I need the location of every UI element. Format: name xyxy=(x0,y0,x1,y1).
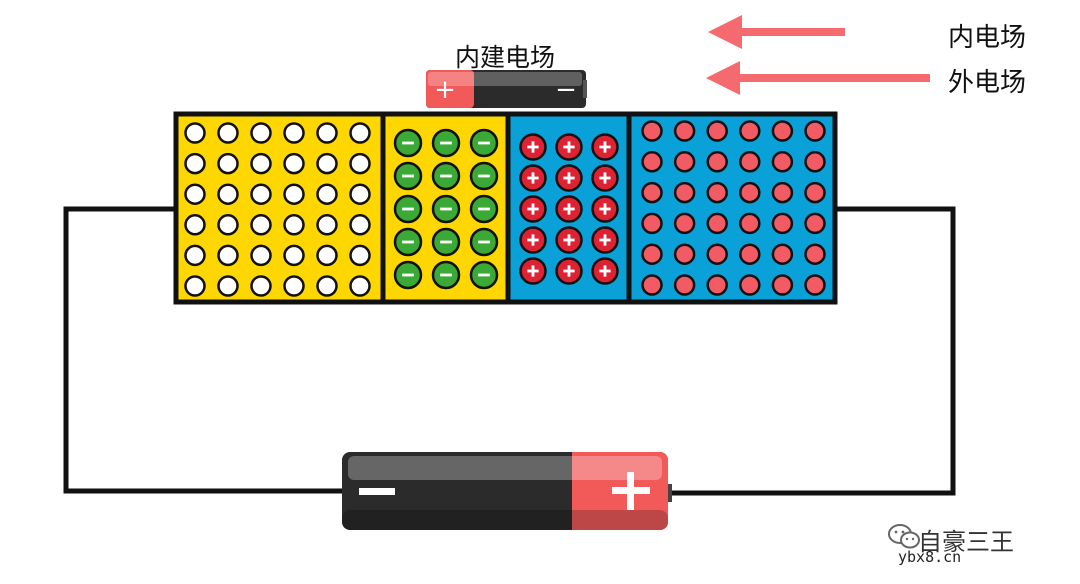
electron xyxy=(673,243,696,265)
hole xyxy=(184,122,206,144)
electron xyxy=(804,120,826,142)
negative-ions xyxy=(393,128,499,290)
watermark: 自豪三王 xyxy=(886,522,1014,557)
pn-junction xyxy=(173,111,838,305)
electron xyxy=(771,151,794,173)
electron xyxy=(771,274,794,296)
electron xyxy=(641,151,663,173)
electron xyxy=(804,243,826,265)
hole xyxy=(250,244,272,267)
hole xyxy=(250,183,272,205)
hole xyxy=(283,183,305,205)
hole xyxy=(349,183,371,205)
electron xyxy=(641,181,663,204)
electron xyxy=(771,181,794,204)
hole xyxy=(250,214,272,236)
builtin-plus-sign: + xyxy=(434,75,456,105)
electron xyxy=(641,243,663,265)
electron xyxy=(673,181,696,204)
hole xyxy=(283,122,305,144)
electron xyxy=(771,212,794,235)
hole xyxy=(316,244,338,267)
watermark-brand: 自豪三王 xyxy=(918,528,1014,556)
electron xyxy=(641,212,663,235)
hole xyxy=(283,244,305,267)
hole xyxy=(316,183,338,205)
electron xyxy=(673,212,696,235)
electron xyxy=(804,274,826,296)
hole xyxy=(349,275,371,297)
internal-field-arrow xyxy=(708,15,845,49)
electron xyxy=(804,212,826,235)
electron xyxy=(706,212,728,235)
hole xyxy=(184,152,206,175)
electron xyxy=(804,151,826,173)
hole xyxy=(316,152,338,175)
hole xyxy=(217,152,239,175)
electron xyxy=(673,120,696,142)
hole xyxy=(184,214,206,236)
hole xyxy=(316,122,338,144)
watermark-site: ybx8.cn xyxy=(898,548,962,566)
electron xyxy=(706,151,728,173)
external-field-label: 外电场 xyxy=(948,68,1027,98)
hole xyxy=(349,152,371,175)
builtin-minus-sign: − xyxy=(555,75,577,105)
external-battery: − + xyxy=(342,452,672,530)
hole-carriers xyxy=(184,122,371,297)
circuit-wire xyxy=(63,206,956,496)
electron xyxy=(771,243,794,265)
electron xyxy=(739,274,761,296)
electron xyxy=(706,243,728,265)
electron xyxy=(739,212,761,235)
builtin-field-title: 内建电场 xyxy=(455,43,556,72)
electron xyxy=(673,274,696,296)
hole xyxy=(349,122,371,144)
electron xyxy=(739,151,761,173)
electron xyxy=(739,181,761,204)
hole xyxy=(184,244,206,267)
electron xyxy=(706,181,728,204)
hole xyxy=(250,122,272,144)
hole xyxy=(349,244,371,267)
electron xyxy=(739,243,761,265)
hole xyxy=(217,183,239,205)
hole xyxy=(250,275,272,297)
hole xyxy=(349,214,371,236)
positive-ions xyxy=(519,133,619,285)
electron xyxy=(673,151,696,173)
internal-field-label: 内电场 xyxy=(948,23,1027,53)
hole xyxy=(250,152,272,175)
hole xyxy=(283,152,305,175)
electron xyxy=(804,181,826,204)
hole xyxy=(283,275,305,297)
hole xyxy=(283,214,305,236)
electron xyxy=(739,120,761,142)
electron-carriers xyxy=(641,120,826,296)
hole xyxy=(217,214,239,236)
hole xyxy=(316,275,338,297)
hole xyxy=(184,183,206,205)
hole xyxy=(184,275,206,297)
n-region xyxy=(629,114,835,302)
builtin-field-battery: + − xyxy=(426,70,587,108)
hole xyxy=(217,122,239,144)
external-field-arrow xyxy=(706,61,930,95)
hole xyxy=(316,214,338,236)
electron xyxy=(771,120,794,142)
electron xyxy=(641,120,663,142)
electron xyxy=(706,120,728,142)
electron xyxy=(641,274,663,296)
p-region xyxy=(176,114,383,302)
hole xyxy=(217,244,239,267)
wechat-icon xyxy=(888,524,920,549)
electron xyxy=(706,274,728,296)
hole xyxy=(217,275,239,297)
